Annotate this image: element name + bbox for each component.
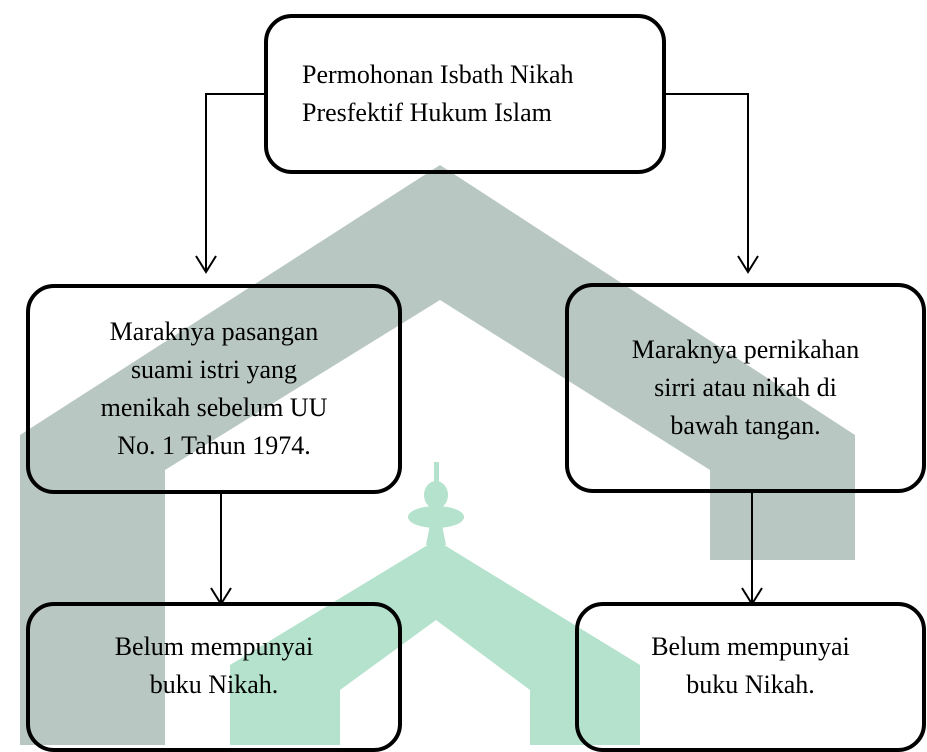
node-left-bottom: Belum mempunyai buku Nikah. [26, 602, 402, 752]
watermark-body [230, 540, 640, 745]
node-left-mid-text: Maraknya pasangan suami istri yang menik… [100, 317, 328, 460]
connector-root-to-left [205, 93, 264, 272]
node-right-bottom-text: Belum mempunyai buku Nikah. [651, 632, 850, 699]
node-right-mid: Maraknya pernikahan sirri atau nikah di … [565, 283, 926, 493]
arrowhead-right-mid [737, 255, 759, 274]
node-root: Permohonan Isbath Nikah Presfektif Hukum… [264, 14, 666, 174]
node-left-bottom-text: Belum mempunyai buku Nikah. [114, 632, 314, 699]
arrowhead-left-mid [195, 255, 217, 274]
watermark-dome [408, 462, 464, 545]
node-root-text: Permohonan Isbath Nikah Presfektif Hukum… [302, 60, 574, 127]
watermark-roof [20, 165, 855, 745]
node-left-mid: Maraknya pasangan suami istri yang menik… [26, 284, 402, 494]
connector-root-to-right [666, 93, 749, 272]
node-right-bottom: Belum mempunyai buku Nikah. [575, 602, 926, 752]
node-right-mid-text: Maraknya pernikahan sirri atau nikah di … [631, 335, 860, 440]
